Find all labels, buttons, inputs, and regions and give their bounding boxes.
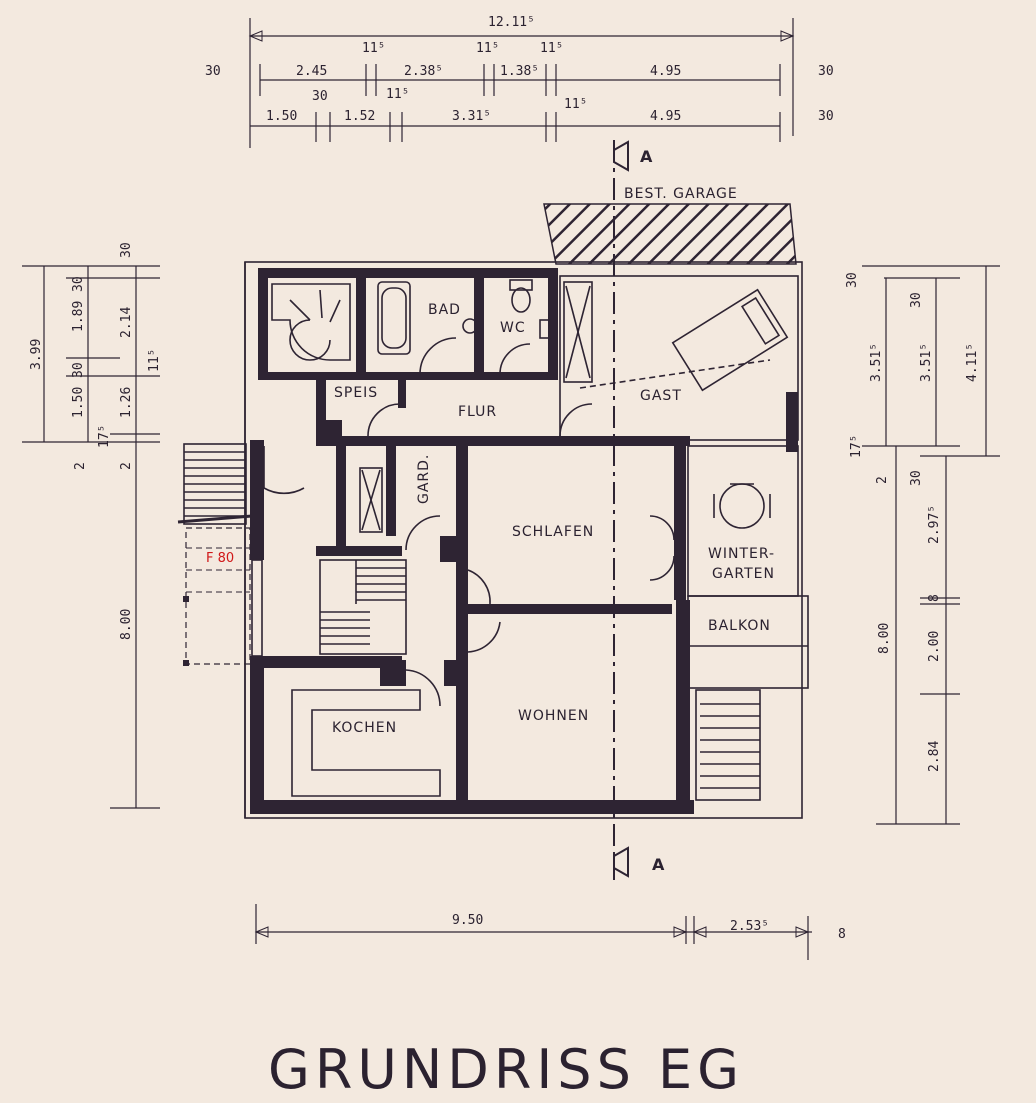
dim-bottom-a: 9.50 (452, 913, 483, 928)
room-speis: SPEIS (334, 385, 378, 401)
dim-left-s11: 11⁵ (147, 349, 162, 372)
dim-right-b: 3.51⁵ (919, 343, 934, 382)
dim-r2-s0: 30 (312, 89, 328, 104)
winter-garden: WINTER- GARTEN BALKON (687, 445, 809, 801)
dim-r2-a: 1.50 (266, 109, 297, 124)
room-wc: WC (500, 320, 526, 336)
dim-left-s17: 17⁵ (97, 425, 112, 448)
room-schlafen: SCHLAFEN (512, 524, 594, 540)
dim-right-a: 3.51⁵ (869, 343, 884, 382)
section-marker-top: A (640, 147, 653, 166)
dim-r1-d: 4.95 (650, 64, 681, 79)
room-balkon: BALKON (708, 618, 771, 634)
dim-left-s30a: 30 (119, 242, 134, 258)
bottom-dimension-chain: 9.50 2.53⁵ 8 (254, 904, 846, 960)
guest-room: GAST (559, 275, 799, 452)
room-flur: FLUR (458, 404, 497, 420)
dim-r1-s1: 11⁵ (362, 41, 385, 56)
dim-left-s30b: 30 (71, 276, 86, 292)
west-entry: F 80 GARD. (177, 440, 441, 666)
dim-right-d: 2.97⁵ (927, 505, 942, 544)
room-wohnen: WOHNEN (518, 708, 589, 724)
room-gard: GARD. (416, 454, 432, 504)
dim-r1-left: 30 (205, 64, 221, 79)
north-rooms: BAD WC (258, 268, 558, 380)
dim-r1-s3: 11⁵ (540, 41, 563, 56)
dim-left-two-a: 2 (73, 462, 88, 470)
dim-r1-s2: 11⁵ (476, 41, 499, 56)
dim-r2-s1: 11⁵ (386, 87, 409, 102)
existing-garage: BEST. GARAGE (543, 186, 797, 265)
top-dimension-chains: 12.11⁵ 30 30 2.45 2.38⁵ 1.38⁵ 4.95 11⁵ 1… (205, 15, 834, 148)
room-winter-line2: GARTEN (712, 566, 775, 582)
room-winter-line1: WINTER- (708, 546, 775, 562)
dim-r2-right: 30 (818, 109, 834, 124)
dim-r2-s2: 11⁵ (564, 97, 587, 112)
right-dimension-chains: 30 30 30 3.51⁵ 3.51⁵ 4.11⁵ 17⁵ 2 2.97⁵ 8… (845, 265, 1000, 825)
dim-right-e: 8 (927, 594, 942, 602)
kitchen-living: KOCHEN WOHNEN (250, 600, 694, 814)
room-bad: BAD (428, 302, 461, 318)
dim-r1-a: 2.45 (296, 64, 327, 79)
dim-left-b: 2.14 (119, 307, 134, 338)
external-stair-steps (184, 451, 246, 517)
dim-right-lower: 8.00 (877, 623, 892, 654)
hallway-zone: SPEIS FLUR (316, 378, 690, 446)
dim-r2-b: 1.52 (344, 109, 375, 124)
dim-r1-b: 2.38⁵ (404, 64, 443, 79)
dim-left-two-b: 2 (119, 462, 134, 470)
dim-bottom-b: 2.53⁵ (730, 919, 769, 934)
dim-right-s30a: 30 (845, 272, 860, 288)
section-marker-bottom: A (652, 855, 665, 874)
dim-right-g: 2.84 (927, 741, 942, 772)
dim-right-s30c: 30 (909, 470, 924, 486)
dim-bottom-c: 8 (838, 927, 846, 942)
dim-left-s30c: 30 (71, 362, 86, 378)
dim-total-top: 12.11⁵ (488, 15, 535, 30)
fire-rating-note: F 80 (206, 551, 234, 566)
dim-left-lower: 8.00 (119, 609, 134, 640)
dim-right-s30b: 30 (909, 292, 924, 308)
bedroom: SCHLAFEN (440, 440, 686, 806)
drawing-title: GRUNDRISS EG (268, 1038, 744, 1101)
dim-left-total: 3.99 (29, 339, 44, 370)
dim-right-f: 2.00 (927, 631, 942, 662)
dim-r2-d: 4.95 (650, 109, 681, 124)
dim-r1-c: 1.38⁵ (500, 64, 539, 79)
dim-right-c: 4.11⁵ (965, 343, 980, 382)
garage-label: BEST. GARAGE (624, 186, 738, 202)
dim-right-s17: 17⁵ (849, 435, 864, 458)
building-outline (244, 261, 803, 819)
dim-right-two: 2 (875, 476, 890, 484)
dim-r2-c: 3.31⁵ (452, 109, 491, 124)
dim-left-a: 1.89 (71, 301, 86, 332)
dim-left-c: 1.50 (71, 387, 86, 418)
dim-r1-right: 30 (818, 64, 834, 79)
room-gast: GAST (640, 388, 682, 404)
dim-left-d: 1.26 (119, 387, 134, 418)
room-kochen: KOCHEN (332, 720, 397, 736)
left-dimension-chains: 3.99 1.89 2.14 1.50 1.26 30 30 30 11⁵ 17… (22, 242, 162, 809)
